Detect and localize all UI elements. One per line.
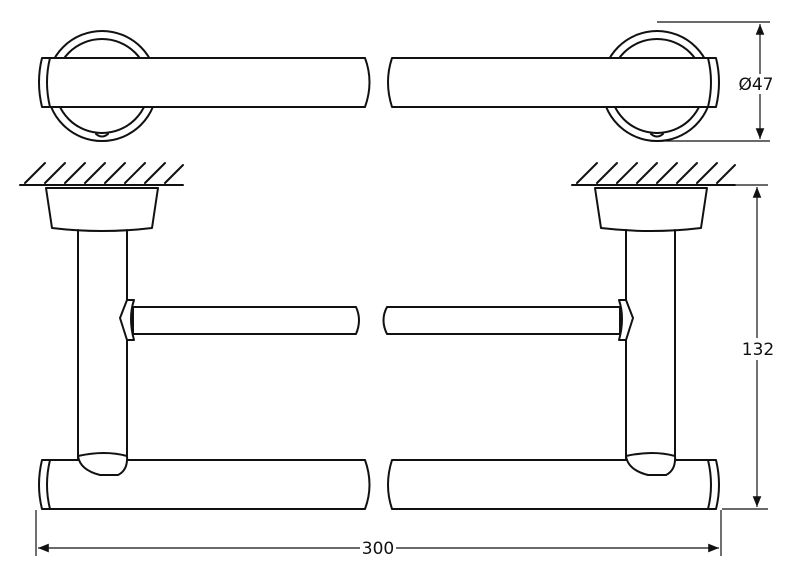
wall-hatch-left (19, 162, 184, 186)
diameter-dimension: Ø47 (657, 21, 776, 142)
lower-bar (38, 452, 720, 510)
top-bar-left-segment (38, 57, 371, 108)
top-bar-right-segment (387, 57, 720, 108)
top-view (38, 30, 720, 142)
height-dimension: 132 (722, 184, 776, 510)
middle-bar (132, 306, 621, 335)
front-view (19, 162, 736, 510)
width-label: 300 (362, 539, 394, 559)
wall-hatch-right (571, 162, 736, 186)
width-dimension: 300 (35, 510, 722, 559)
diameter-label: Ø47 (738, 75, 773, 95)
height-label: 132 (742, 340, 774, 360)
